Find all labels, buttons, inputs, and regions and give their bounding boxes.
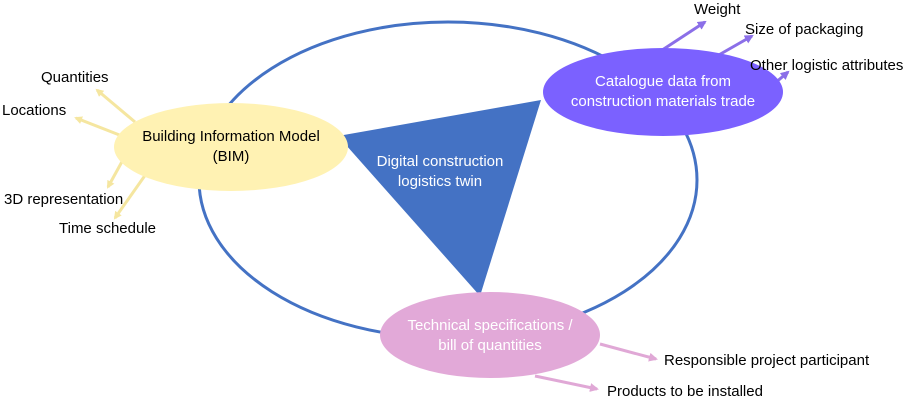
bim-attribute-3d-representation: 3D representation: [4, 191, 124, 208]
bim-node-label: Building Information Model (BIM): [116, 127, 346, 167]
bim-line2: (BIM): [212, 148, 250, 165]
center-label: Digital construction logistics twin: [352, 152, 528, 192]
catalogue-node-label: Catalogue data from construction materia…: [548, 72, 778, 112]
catalogue-node: [543, 48, 783, 136]
bim-attribute-time-schedule: Time schedule: [59, 220, 156, 237]
bim-line1: Building Information Model: [142, 128, 320, 145]
spec-attribute-products-installed: Products to be installed: [607, 383, 763, 400]
center-line1: Digital construction: [376, 153, 504, 170]
spec-attribute-responsible-participant: Responsible project participant: [664, 352, 870, 369]
specifications-line1: Technical specifications /: [407, 317, 573, 334]
specifications-node-label: Technical specifications / bill of quant…: [385, 316, 595, 356]
central-triangle: [338, 100, 541, 296]
catalogue-attribute-size-of-packaging: Size of packaging: [745, 21, 864, 38]
bim-attribute-quantities: Quantities: [41, 69, 109, 86]
catalogue-line1: Catalogue data from: [595, 73, 731, 90]
bim-attribute-locations: Locations: [2, 102, 67, 119]
specifications-line2: bill of quantities: [438, 337, 542, 354]
catalogue-line2: construction materials trade: [570, 93, 756, 110]
specifications-node: [380, 292, 600, 378]
center-line2: logistics twin: [397, 173, 483, 190]
bim-arrows: [74, 88, 148, 220]
specifications-arrows: [534, 342, 658, 392]
catalogue-attribute-weight: Weight: [694, 1, 741, 18]
catalogue-attribute-other-logistic: Other logistic attributes: [750, 57, 904, 74]
bim-node: [114, 103, 348, 191]
